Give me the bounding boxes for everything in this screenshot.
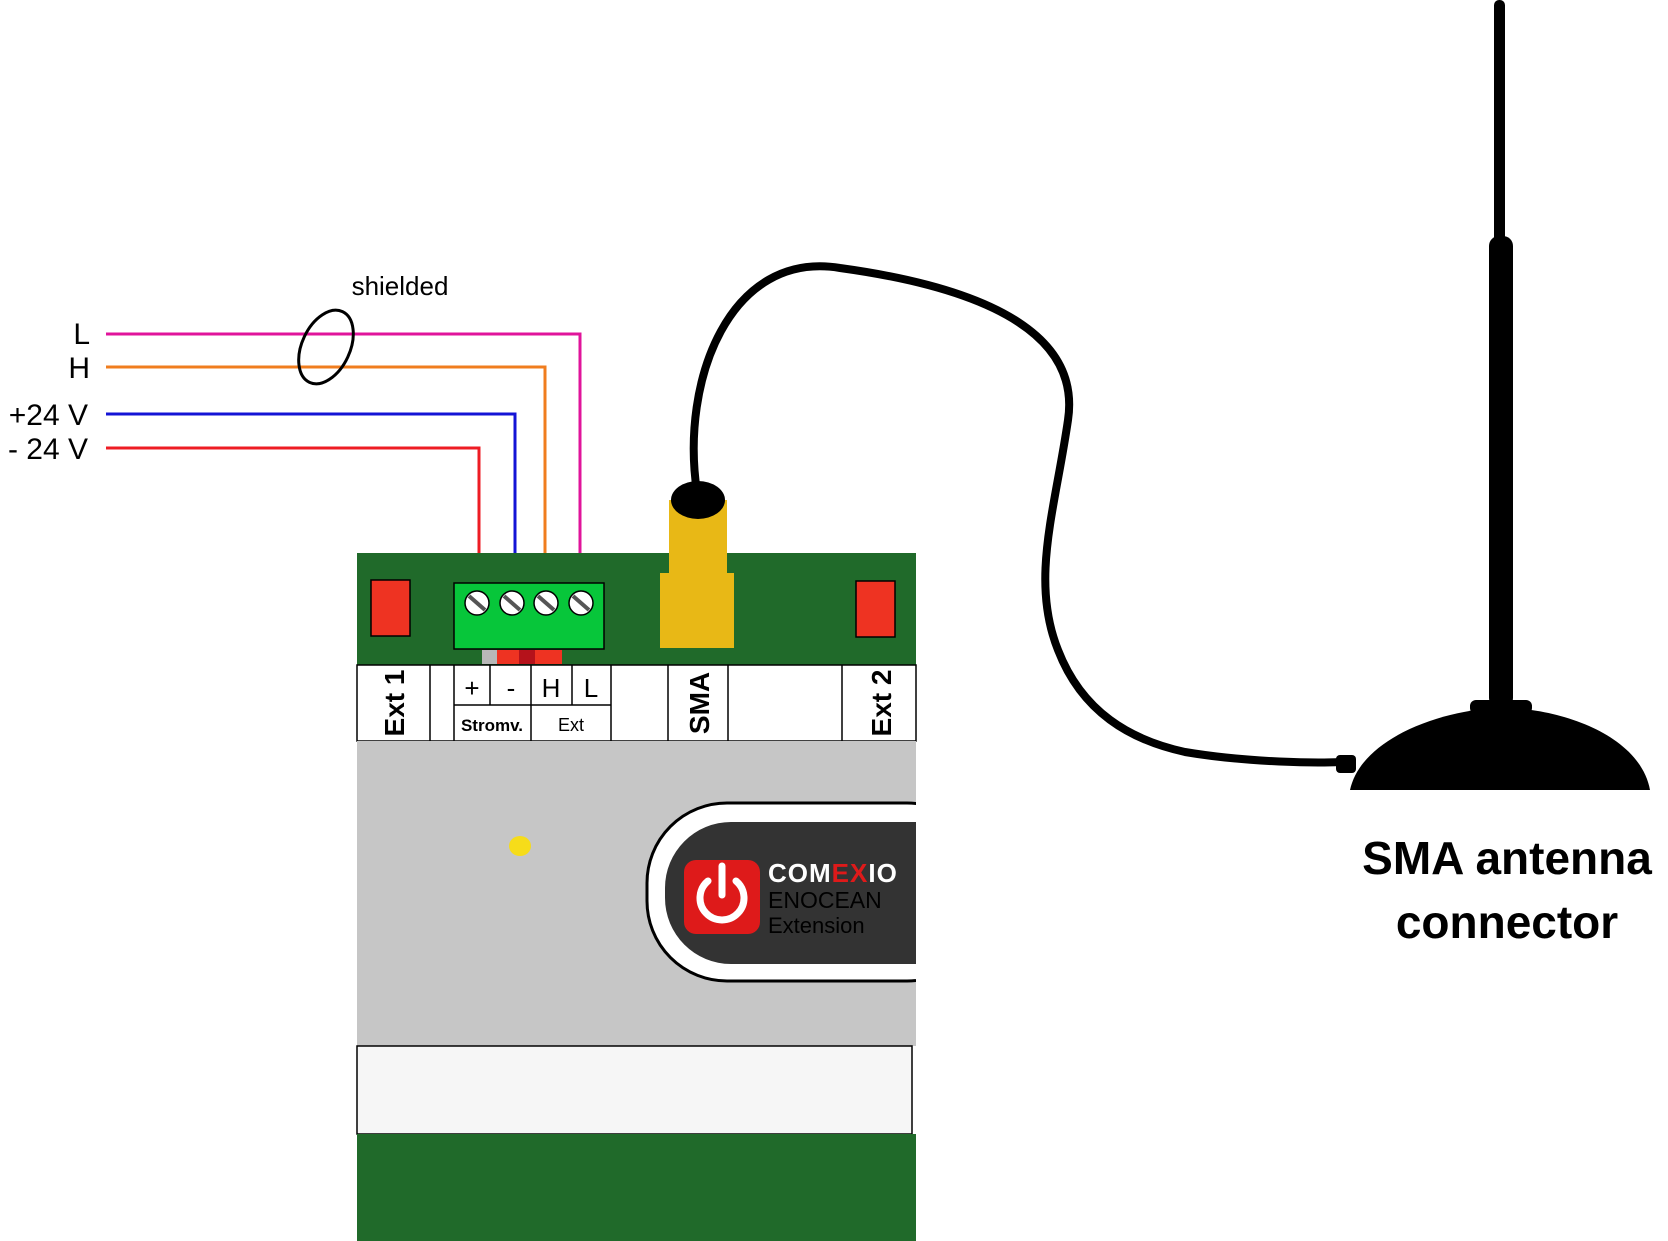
- wire-h: [106, 365, 547, 553]
- comexio-enocean-extension: Ext 1 SMA Ext 2 + - H L Stromv. Ext COME…: [356, 481, 917, 1241]
- product-badge: COMEXIO ENOCEAN Extension: [645, 801, 916, 983]
- antenna-base: [1350, 708, 1650, 790]
- ext2-label: Ext 2: [866, 670, 897, 737]
- antenna: [1336, 0, 1650, 790]
- terminal-screws: [464, 590, 594, 616]
- terminal-minus-label: -: [507, 673, 516, 703]
- terminal-pin: [535, 650, 562, 664]
- antenna-caption-line2: connector: [1396, 896, 1618, 948]
- shield-loop-icon: [297, 308, 355, 386]
- brand-name: COMEXIO: [768, 858, 898, 888]
- label-dividers: [429, 665, 843, 741]
- group-power-label: Stromv.: [461, 716, 523, 735]
- product-line1: ENOCEAN: [768, 887, 882, 913]
- brand-ex: EX: [832, 858, 869, 888]
- sma-connector-base: [660, 573, 734, 648]
- wire-label-minus-24v: - 24 V: [8, 433, 88, 466]
- antenna-plug: [1336, 755, 1356, 773]
- power-icon: [696, 877, 748, 924]
- antenna-whip: [1494, 0, 1505, 245]
- ext1-label: Ext 1: [379, 670, 410, 737]
- antenna-mast: [1489, 236, 1513, 708]
- sma-cable-end: [671, 481, 725, 519]
- sma-label: SMA: [684, 672, 715, 734]
- antenna-caption-line1: SMA antenna: [1362, 832, 1652, 884]
- product-line2: Extension: [768, 913, 865, 938]
- wire-label-plus-24v: +24 V: [9, 399, 88, 432]
- status-led: [509, 836, 531, 856]
- terminal-pin: [497, 650, 519, 664]
- wire-l: [106, 332, 582, 553]
- shield-label: shielded: [352, 271, 449, 301]
- terminal-pin: [519, 650, 535, 664]
- brand-io: IO: [868, 858, 897, 888]
- wire-label-h: H: [68, 352, 90, 385]
- ext1-connector: [370, 579, 411, 637]
- pcb-bottom: [357, 1134, 916, 1241]
- pcb-top: [357, 553, 916, 665]
- terminal-plus-label: +: [464, 673, 479, 703]
- wire-group: [106, 332, 582, 553]
- terminal-pin: [482, 650, 497, 664]
- group-ext-label: Ext: [558, 715, 584, 735]
- label-strip: [356, 664, 917, 742]
- terminal-l-label: L: [584, 673, 598, 703]
- wire-label-l: L: [73, 318, 90, 351]
- lower-panel: [356, 1045, 913, 1135]
- wire-minus-24v: [106, 446, 481, 553]
- antenna-cable: [689, 262, 1344, 767]
- wire-plus-24v: [106, 412, 517, 553]
- ext2-connector: [855, 580, 896, 638]
- brand-com: COM: [768, 858, 832, 888]
- terminal-h-label: H: [542, 673, 561, 703]
